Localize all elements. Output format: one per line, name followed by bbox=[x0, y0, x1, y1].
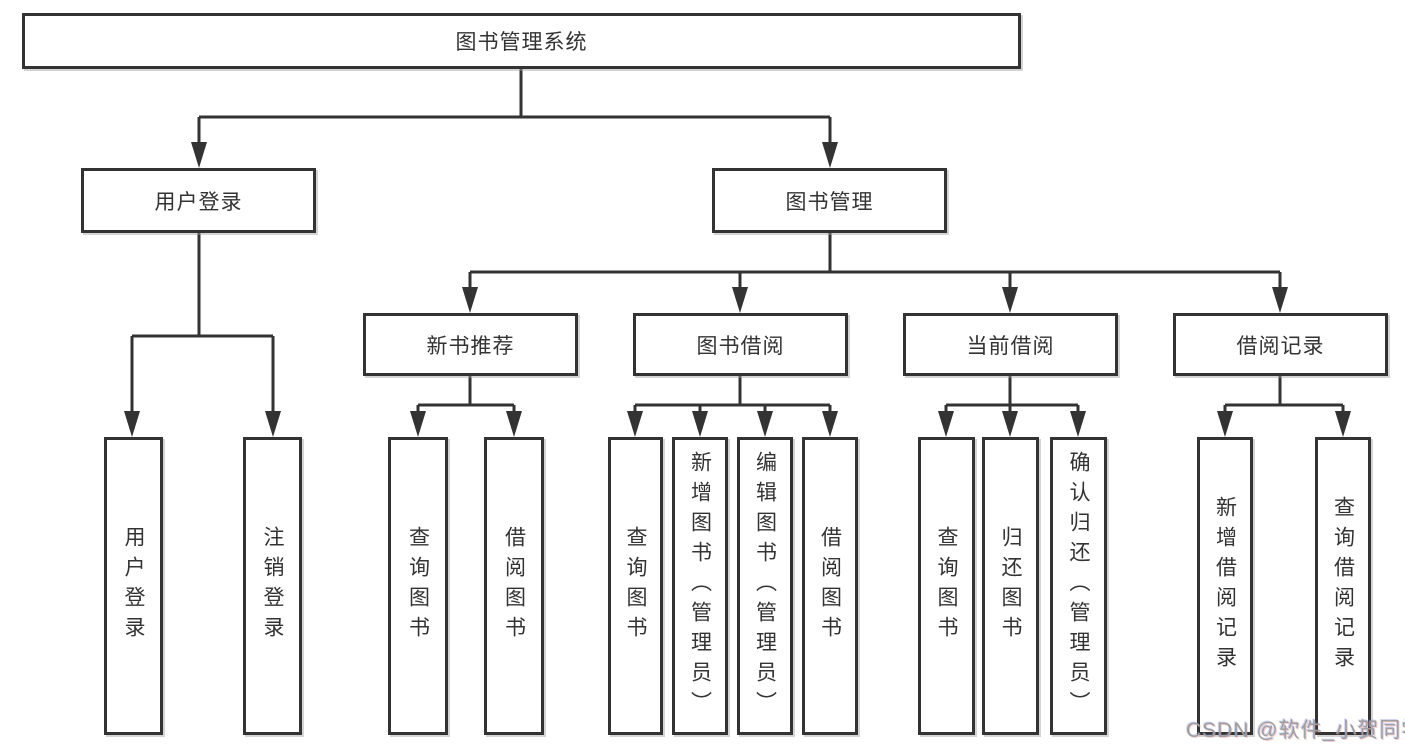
node-leaf-label: 归还图书 bbox=[999, 526, 1022, 646]
connector-borrow-record-split bbox=[1223, 376, 1345, 418]
node-new-book-rec: 新书推荐 bbox=[363, 313, 578, 376]
arrowheads bbox=[124, 142, 1351, 437]
connector-book-mgmt-split bbox=[468, 233, 1282, 294]
node-leaf-label: 查询借阅记录 bbox=[1331, 496, 1355, 676]
node-leaf-logout: 注销登录 bbox=[243, 437, 302, 735]
arrow-down-icon bbox=[410, 411, 426, 437]
node-leaf-borrow-book-rec: 借阅图书 bbox=[484, 437, 544, 735]
node-book-borrow-label: 图书借阅 bbox=[696, 334, 785, 358]
arrow-down-icon bbox=[1002, 287, 1018, 313]
node-leaf-query-book-rec: 查询图书 bbox=[388, 437, 448, 735]
node-leaf-confirm-return: 确认归还（管理员） bbox=[1050, 437, 1107, 735]
arrow-down-icon bbox=[462, 287, 478, 313]
node-leaf-label: 确认归还（管理员） bbox=[1067, 451, 1090, 721]
node-book-mgmt-label: 图书管理 bbox=[785, 190, 874, 214]
node-leaf-edit-book: 编辑图书（管理员） bbox=[737, 437, 793, 735]
arrow-down-icon bbox=[1217, 411, 1233, 437]
connector-user-login-split bbox=[130, 233, 275, 418]
arrow-down-icon bbox=[1002, 411, 1018, 437]
node-leaf-label: 新增借阅记录 bbox=[1213, 496, 1237, 676]
arrow-down-icon bbox=[1272, 287, 1288, 313]
node-user-login-label: 用户登录 bbox=[154, 190, 243, 214]
node-leaf-label: 新增图书（管理员） bbox=[688, 451, 712, 721]
node-leaf-label: 查询图书 bbox=[935, 526, 958, 646]
arrow-down-icon bbox=[124, 411, 140, 437]
node-root-label: 图书管理系统 bbox=[455, 31, 588, 54]
node-borrow-record: 借阅记录 bbox=[1173, 313, 1388, 376]
node-leaf-add-record: 新增借阅记录 bbox=[1197, 437, 1253, 735]
node-leaf-label: 查询图书 bbox=[624, 526, 647, 646]
arrow-down-icon bbox=[757, 411, 773, 437]
node-leaf-query-book-borrow: 查询图书 bbox=[608, 437, 663, 735]
connector-new-book-split bbox=[416, 376, 516, 418]
node-leaf-label: 借阅图书 bbox=[502, 526, 526, 646]
node-book-borrow: 图书借阅 bbox=[633, 313, 848, 376]
arrow-down-icon bbox=[732, 287, 748, 313]
node-leaf-label: 注销登录 bbox=[261, 526, 284, 646]
node-current-borrow: 当前借阅 bbox=[903, 313, 1118, 376]
node-leaf-return-book: 归还图书 bbox=[982, 437, 1039, 735]
node-leaf-query-record: 查询借阅记录 bbox=[1315, 437, 1371, 735]
node-leaf-query-book-current: 查询图书 bbox=[918, 437, 975, 735]
node-root: 图书管理系统 bbox=[22, 13, 1021, 69]
watermark: CSDN @软件_小贺同学 bbox=[1186, 719, 1405, 742]
node-leaf-label: 借阅图书 bbox=[818, 526, 842, 646]
arrow-down-icon bbox=[265, 411, 281, 437]
node-current-borrow-label: 当前借阅 bbox=[966, 334, 1055, 358]
arrow-down-icon bbox=[1070, 411, 1086, 437]
node-new-book-rec-label: 新书推荐 bbox=[426, 334, 515, 358]
node-leaf-label: 编辑图书（管理员） bbox=[753, 451, 777, 721]
arrow-down-icon bbox=[191, 142, 207, 168]
arrow-down-icon bbox=[506, 411, 522, 437]
node-book-mgmt: 图书管理 bbox=[712, 168, 947, 233]
arrow-down-icon bbox=[938, 411, 954, 437]
arrow-down-icon bbox=[822, 142, 838, 168]
node-leaf-user-login: 用户登录 bbox=[104, 437, 163, 735]
arrow-down-icon bbox=[627, 411, 643, 437]
arrow-down-icon bbox=[822, 411, 838, 437]
node-leaf-add-book: 新增图书（管理员） bbox=[672, 437, 728, 735]
node-borrow-record-label: 借阅记录 bbox=[1236, 334, 1325, 358]
arrow-down-icon bbox=[1335, 411, 1351, 437]
node-leaf-borrow-book: 借阅图书 bbox=[802, 437, 858, 735]
node-leaf-label: 用户登录 bbox=[122, 526, 145, 646]
connector-book-borrow-split bbox=[633, 376, 832, 418]
arrow-down-icon bbox=[692, 411, 708, 437]
connector-root-split bbox=[197, 69, 832, 150]
node-user-login: 用户登录 bbox=[81, 168, 316, 233]
node-leaf-label: 查询图书 bbox=[406, 526, 430, 646]
